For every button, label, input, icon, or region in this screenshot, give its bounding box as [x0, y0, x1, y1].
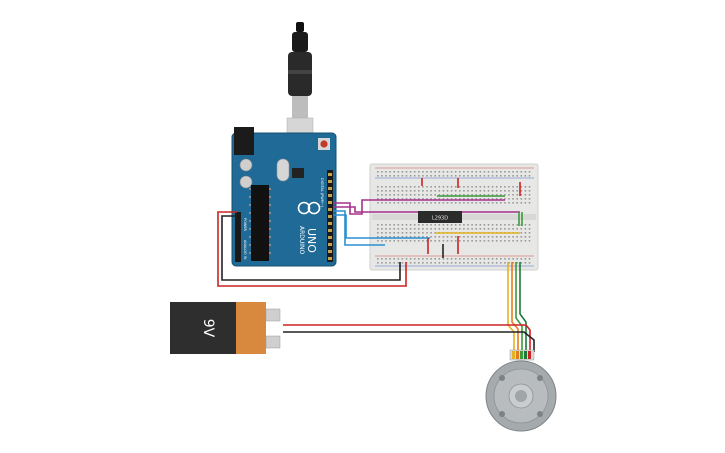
motor-wires — [283, 262, 535, 352]
atmega-chip — [251, 185, 269, 261]
power-header-label: POWER — [243, 218, 247, 232]
usb-cable — [286, 22, 314, 139]
arduino-logo — [297, 201, 321, 215]
arduino-brand-label: ARDUINO — [298, 226, 305, 255]
nine-volt-battery[interactable]: 9V — [170, 302, 281, 354]
breadboard-holes — [377, 171, 531, 264]
power-wires — [217, 211, 407, 287]
wire-black-gnd — [221, 215, 401, 281]
power-header — [235, 212, 241, 262]
l293d-driver-chip[interactable]: L293D — [418, 211, 462, 223]
wire-magenta-1 — [333, 199, 505, 215]
wire-battery-positive — [283, 324, 531, 352]
wire-red-5v — [217, 211, 407, 287]
arduino-model-label: UNO — [305, 228, 318, 253]
power-jack — [234, 127, 254, 155]
analog-header-label: ANALOG IN — [243, 240, 247, 260]
arduino-uno-board[interactable]: ARDUINO UNO DIGITAL (PWM~) POWER ANALOG … — [231, 127, 337, 267]
digital-header-label: DIGITAL (PWM~) — [320, 178, 324, 208]
wire-blue — [333, 210, 385, 246]
stepper-motor[interactable] — [485, 349, 557, 432]
wire-battery-negative — [283, 331, 535, 352]
battery-label: 9V — [200, 319, 216, 338]
chip-label: L293D — [432, 216, 448, 222]
breadboard-jumpers — [421, 178, 523, 258]
signal-wires — [333, 195, 520, 246]
wire-blue-2 — [333, 214, 430, 239]
